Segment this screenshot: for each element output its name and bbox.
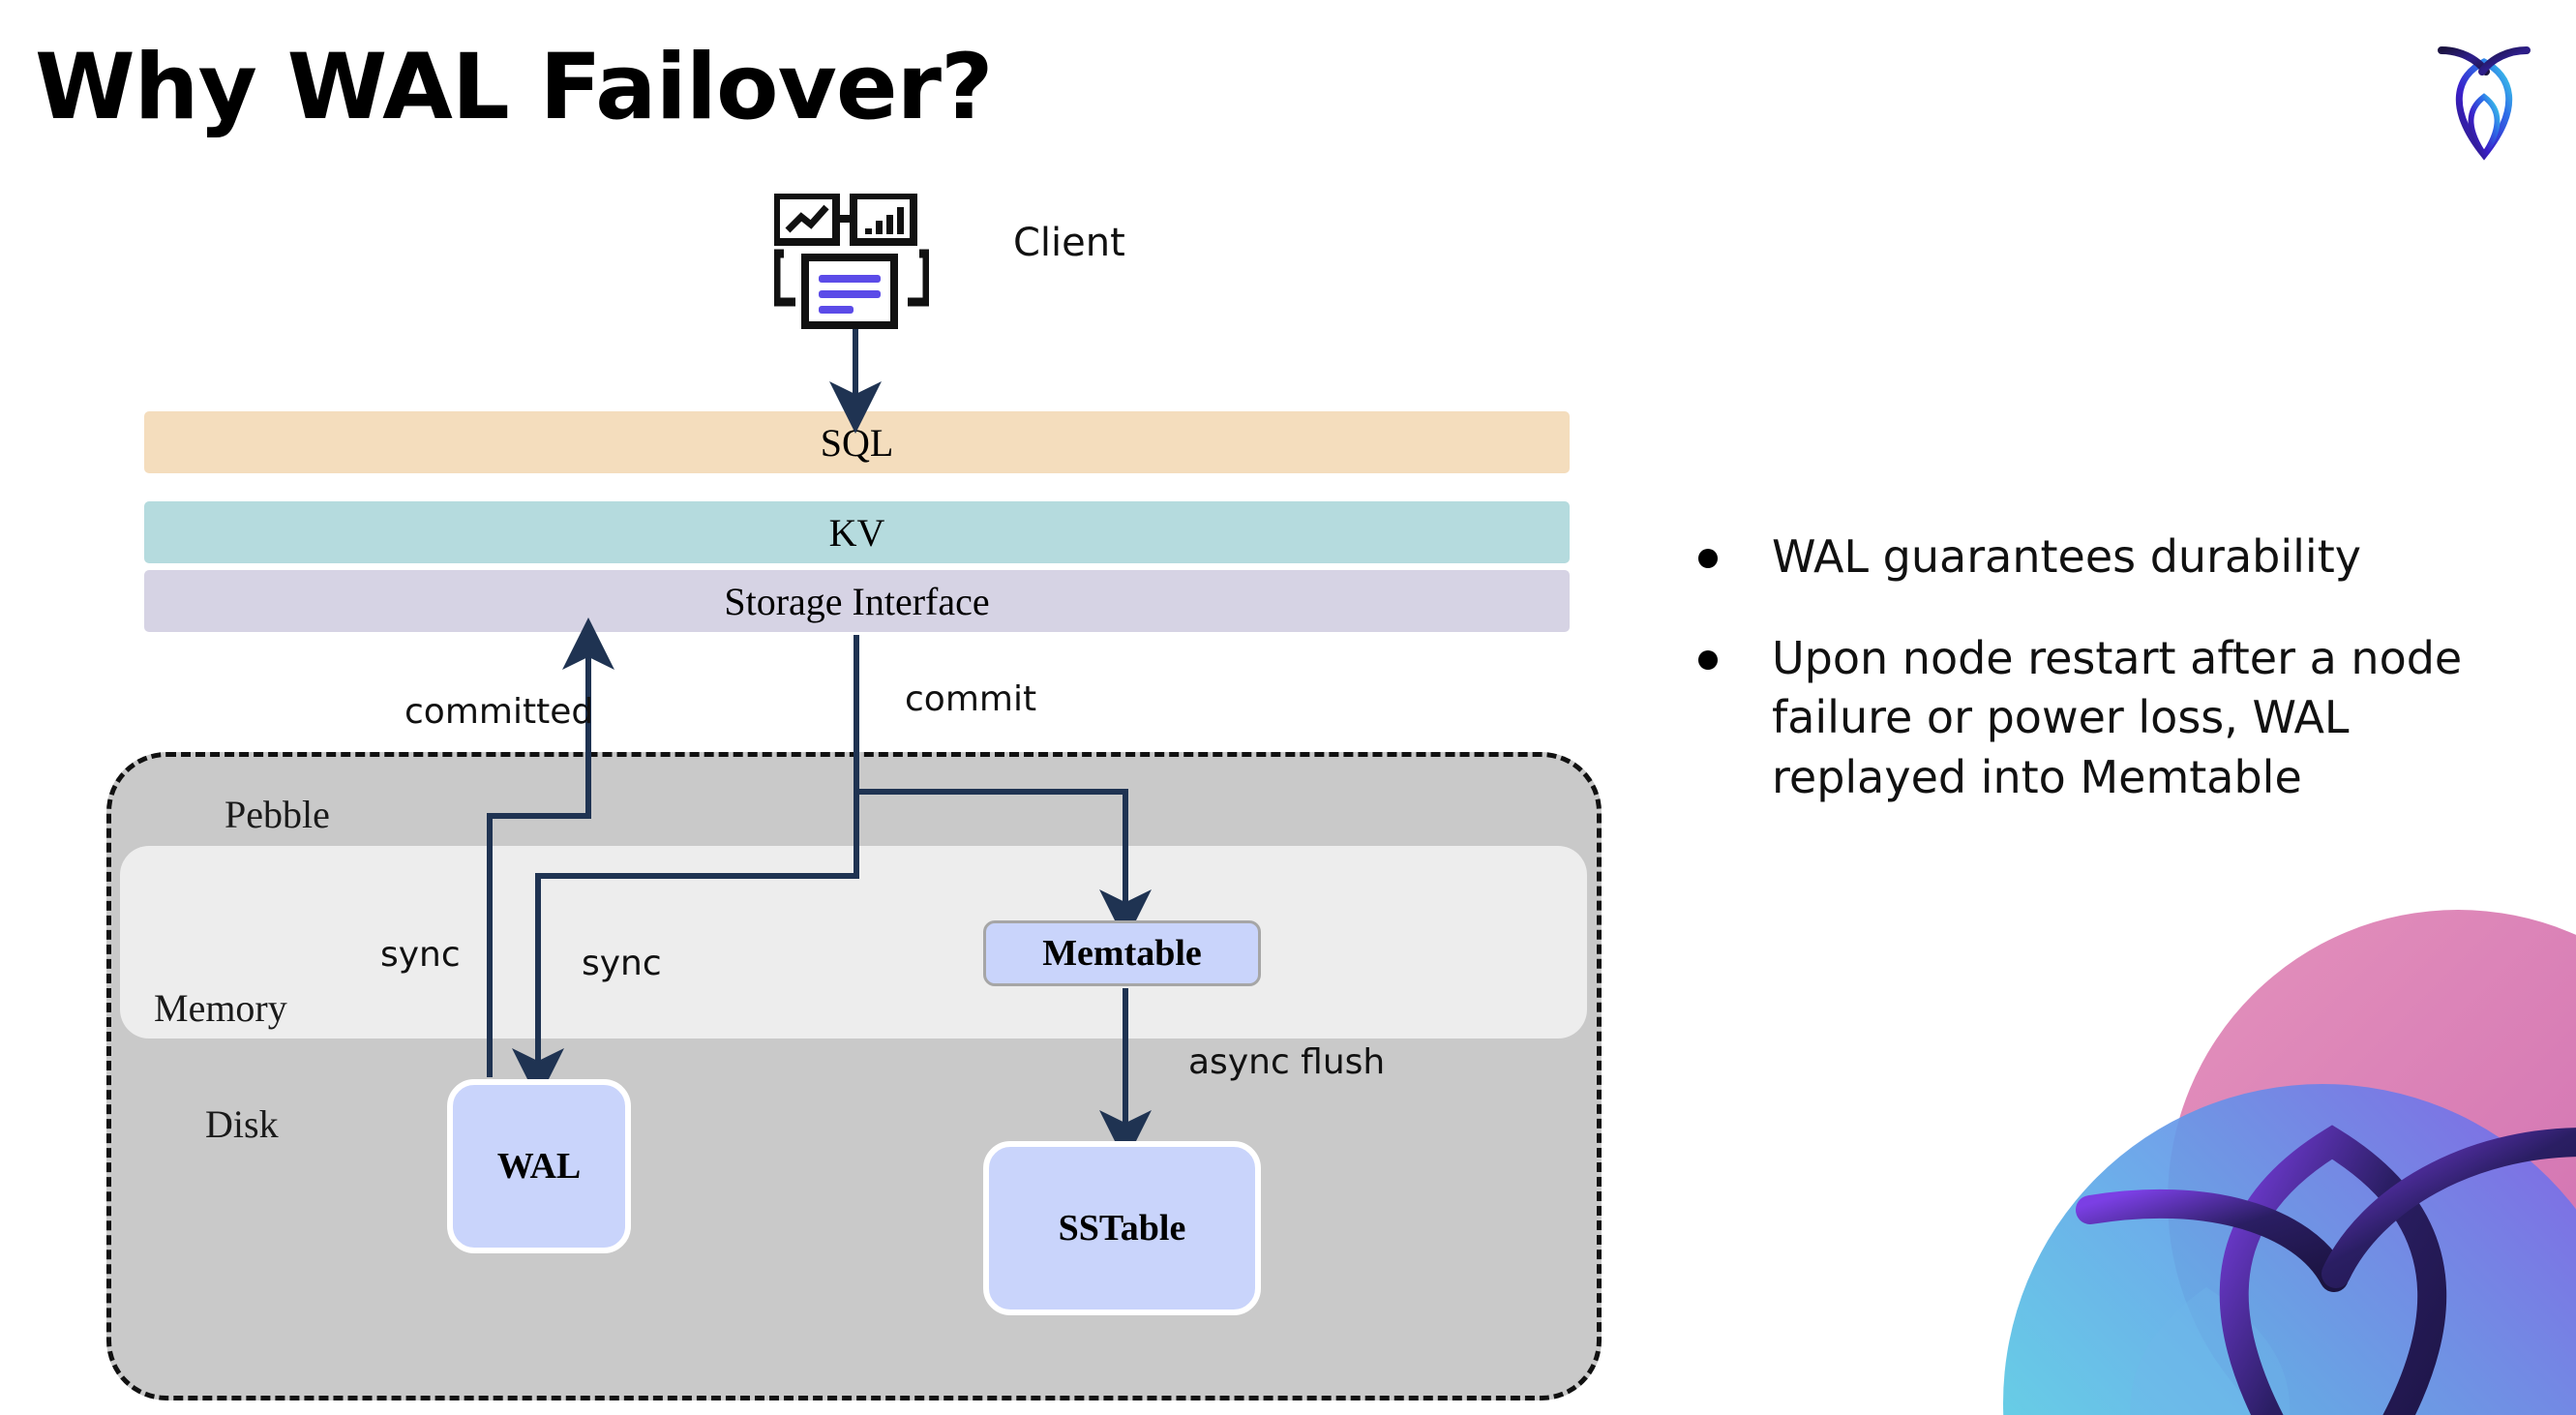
- decorative-corner-graphic: [1916, 900, 2576, 1415]
- layer-bar-storage-interface: Storage Interface: [144, 570, 1570, 632]
- pebble-label: Pebble: [225, 793, 330, 836]
- disk-label: Disk: [205, 1102, 279, 1146]
- bullet-text: WAL guarantees durability: [1772, 530, 2361, 583]
- edge-label-sync-right: sync: [582, 944, 662, 983]
- bullet-dot-icon: [1698, 549, 1718, 568]
- node-wal-label: WAL: [496, 1146, 582, 1187]
- layer-bar-storage-interface-label: Storage Interface: [724, 579, 990, 623]
- layer-bar-kv: KV: [144, 501, 1570, 563]
- page-title: Why WAL Failover?: [35, 35, 994, 140]
- node-wal: WAL: [447, 1079, 631, 1253]
- edge-label-async-flush: async flush: [1188, 1042, 1386, 1082]
- layer-bar-sql: SQL: [144, 411, 1570, 473]
- edge-label-commit: commit: [905, 679, 1037, 719]
- layer-bar-sql-label: SQL: [820, 420, 894, 465]
- node-memtable-label: Memtable: [1042, 933, 1202, 974]
- list-item: WAL guarantees durability: [1698, 527, 2501, 587]
- memory-region: [120, 846, 1587, 1039]
- node-sstable-label: SSTable: [1058, 1208, 1186, 1249]
- client-dashboard-icon: [771, 192, 932, 329]
- cockroachdb-logo: [2407, 19, 2561, 174]
- memory-label: Memory: [154, 986, 287, 1030]
- layer-bar-kv-label: KV: [828, 510, 885, 555]
- bullet-list: WAL guarantees durability Upon node rest…: [1698, 527, 2501, 850]
- node-sstable: SSTable: [983, 1141, 1261, 1315]
- edge-label-committed: committed: [404, 692, 594, 732]
- edge-label-sync-left: sync: [380, 935, 461, 975]
- bullet-text: Upon node restart after a node failure o…: [1772, 632, 2463, 803]
- bullet-dot-icon: [1698, 650, 1718, 671]
- node-memtable: Memtable: [983, 920, 1261, 986]
- list-item: Upon node restart after a node failure o…: [1698, 629, 2501, 807]
- client-label: Client: [1013, 221, 1125, 265]
